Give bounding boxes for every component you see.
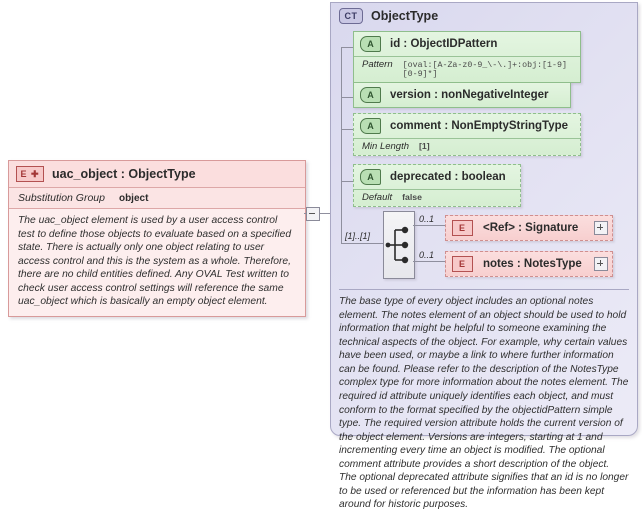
attribute-id-box[interactable]: A id : ObjectIDPattern Pattern [oval:[A-… <box>353 31 581 83</box>
attribute-deprecated-box[interactable]: A deprecated : boolean Default false <box>353 164 521 207</box>
attribute-comment-label: comment : NonEmptyStringType <box>390 120 569 132</box>
element-header: E ✚ uac_object : ObjectType <box>9 161 305 188</box>
element-icon: E <box>452 256 473 272</box>
attribute-deprecated-label: deprecated : boolean <box>390 171 506 183</box>
sequence-icon <box>385 226 409 264</box>
attribute-id-facet: Pattern [oval:[A-Za-z0-9_\-\.]+:obj:[1-9… <box>354 56 580 82</box>
complextype-header: CT ObjectType <box>331 3 637 28</box>
occurs-notes: 0..1 <box>419 250 435 260</box>
sequence-cardinality: [1]..[1] <box>345 231 371 241</box>
sequence-compositor-icon[interactable] <box>383 211 415 279</box>
element-title: uac_object : ObjectType <box>52 167 196 181</box>
attribute-version-label: version : nonNegativeInteger <box>390 89 549 101</box>
attribute-id-header: A id : ObjectIDPattern <box>354 32 580 56</box>
facet-label-minlength: Min Length <box>362 141 410 152</box>
expand-plus-icon[interactable] <box>594 257 608 271</box>
substitution-group-value: object <box>118 193 149 204</box>
attribute-icon: A <box>360 169 381 185</box>
attribute-rail <box>341 47 342 225</box>
rail-stub-comment <box>341 129 353 130</box>
facet-value-minlength: [1] <box>419 141 430 151</box>
element-uac-object-box[interactable]: E ✚ uac_object : ObjectType Substitution… <box>8 160 306 318</box>
element-notes-box[interactable]: E notes : NotesType <box>445 251 613 277</box>
element-notes-label: notes : NotesType <box>483 258 582 270</box>
facet-value-pattern: [oval:[A-Za-z0-9_\-\.]+:obj:[1-9][0-9]*] <box>402 61 567 79</box>
substitution-group-row: Substitution Group object <box>9 188 305 209</box>
attribute-icon: A <box>360 87 381 103</box>
complextype-documentation: The base type of every object includes a… <box>339 289 629 512</box>
attribute-icon: A <box>360 118 381 134</box>
attribute-deprecated-header: A deprecated : boolean <box>354 165 520 189</box>
rail-stub-id <box>341 47 353 48</box>
element-ref-label: <Ref> : Signature <box>483 222 579 234</box>
attribute-version-header: A version : nonNegativeInteger <box>354 83 570 107</box>
attribute-comment-box[interactable]: A comment : NonEmptyStringType Min Lengt… <box>353 113 581 156</box>
element-ref-box[interactable]: E <Ref> : Signature <box>445 215 613 241</box>
facet-label-pattern: Pattern <box>362 59 393 70</box>
branch-notes <box>413 261 445 262</box>
complextype-icon: CT <box>339 8 363 24</box>
attribute-id-label: id : ObjectIDPattern <box>390 38 498 50</box>
sequence-stub <box>341 243 383 244</box>
facet-value-default: false <box>402 192 422 202</box>
attribute-icon: A <box>360 36 381 52</box>
element-documentation: The uac_object element is used by a user… <box>9 209 305 317</box>
attribute-deprecated-facet: Default false <box>354 189 520 206</box>
collapse-minus-icon[interactable] <box>306 207 320 221</box>
branch-ref <box>413 225 445 226</box>
attribute-version-box[interactable]: A version : nonNegativeInteger <box>353 82 571 108</box>
occurs-ref: 0..1 <box>419 214 435 224</box>
expand-plus-icon[interactable] <box>594 221 608 235</box>
facet-label-default: Default <box>362 192 393 203</box>
attribute-comment-facet: Min Length [1] <box>354 138 580 155</box>
element-plus-icon: E ✚ <box>16 166 44 182</box>
rail-stub-deprecated <box>341 181 353 182</box>
element-icon: E <box>452 220 473 236</box>
substitution-group-label: Substitution Group <box>18 192 105 204</box>
attribute-comment-header: A comment : NonEmptyStringType <box>354 114 580 138</box>
complextype-objecttype-panel: CT ObjectType A id : ObjectIDPattern Pat… <box>330 2 638 510</box>
sequence-rail <box>341 225 342 243</box>
rail-stub-version <box>341 97 353 98</box>
complextype-title: ObjectType <box>371 9 439 23</box>
